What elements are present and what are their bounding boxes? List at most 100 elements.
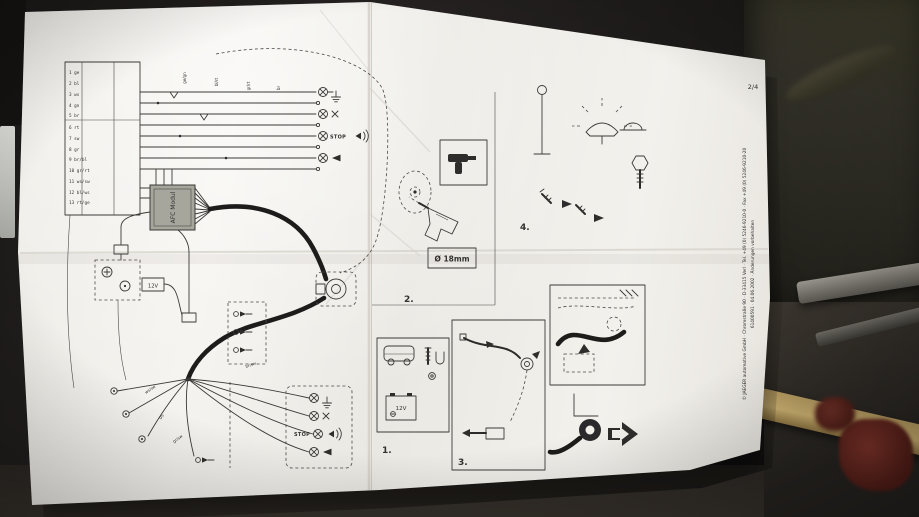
wire-label: gr/sw xyxy=(172,433,184,444)
stop-label-top: STOP xyxy=(330,135,346,141)
nut-icon xyxy=(428,372,436,380)
fuse-icon xyxy=(181,312,197,323)
fold-creases xyxy=(18,2,770,505)
step-2-label: 2. xyxy=(404,295,414,305)
screws-and-arrows xyxy=(539,188,604,222)
horn-icon xyxy=(355,129,369,143)
underbody-panel xyxy=(549,284,646,386)
wire-label: gr/rt xyxy=(246,81,251,90)
rear-wire-fanout xyxy=(67,214,314,464)
afc-module-label: AFC Modul xyxy=(170,191,177,223)
connector-box-icon xyxy=(485,427,505,440)
dashed-outline xyxy=(215,48,389,469)
table-row: 9 br/bl xyxy=(69,157,88,163)
car-rear-icon xyxy=(383,345,415,366)
table-row: 6 rt xyxy=(69,125,80,131)
wiring-instruction-svg: 1 ge 2 bl 3 ws 4 gn 5 br 6 rt 7 sw 8 gr … xyxy=(18,2,770,505)
grommet-icon xyxy=(520,357,534,371)
horn-icon xyxy=(328,427,342,441)
step-4-label: 4. xyxy=(520,223,530,233)
table-row: 5 br xyxy=(69,113,80,119)
table-row: 3 ws xyxy=(69,92,80,98)
lamp-cluster-bottom: STOP xyxy=(294,393,342,457)
lamp-icon xyxy=(318,131,328,141)
table-row: 10 gr/rt xyxy=(69,168,90,174)
battery-group: 12V xyxy=(94,211,197,381)
instruction-sheet: 1 ge 2 bl 3 ws 4 gn 5 br 6 rt 7 sw 8 gr … xyxy=(18,2,770,505)
screwdriver-icon xyxy=(448,154,476,174)
table-row: 1 ge xyxy=(69,70,80,76)
table-row: 4 gn xyxy=(69,103,80,109)
battery-voltage-box xyxy=(141,277,165,292)
wire-label: gn xyxy=(158,413,165,420)
ring-terminal-icon xyxy=(110,387,118,395)
screw-icon xyxy=(424,347,432,365)
wire-label: br/sw xyxy=(245,360,258,369)
footer-imprint-line2: 61400591 · 04.06.2002 · Änderungen vorbe… xyxy=(749,220,756,329)
ground-icon xyxy=(331,90,341,103)
ring-terminal-icon xyxy=(122,410,130,418)
main-harness-cable xyxy=(185,204,329,382)
red-object xyxy=(839,419,913,491)
wire-label: bl/rt xyxy=(214,77,219,86)
arrow-left-icon xyxy=(332,154,341,162)
wire-label: br xyxy=(276,86,281,91)
page-number: 2/4 xyxy=(748,83,758,91)
x-mark-icon xyxy=(331,110,339,118)
socket-assembly xyxy=(547,393,638,455)
red-object-2 xyxy=(815,397,855,431)
drill-diameter-label: Ø 18mm xyxy=(434,255,469,264)
trailer-socket xyxy=(315,271,357,307)
step-3-label: 3. xyxy=(458,458,468,468)
ground-icon xyxy=(322,396,332,409)
drill-diameter-box xyxy=(427,247,477,269)
wiring-diagram: 1 ge 2 bl 3 ws 4 gn 5 br 6 rt 7 sw 8 gr … xyxy=(64,48,389,469)
lamp-icon xyxy=(313,429,323,439)
lamp-icon xyxy=(318,109,328,119)
table-row: 7 sw xyxy=(69,136,80,142)
wire-label: ws/sw xyxy=(144,383,157,394)
lamp-cluster-top: STOP xyxy=(318,87,369,163)
ring-terminal-icon xyxy=(138,435,146,443)
wire-colour-labels: ge/gn bl/rt gr/rt br ws/sw gn gr/sw br/s… xyxy=(144,72,281,444)
wire-label: ge/gn xyxy=(182,72,187,84)
pin-icon xyxy=(533,85,551,155)
step-1-panel: 12V 1. xyxy=(376,337,450,456)
lamp-icon xyxy=(318,87,328,97)
bullet-connector-icon xyxy=(195,456,215,464)
dark-corner xyxy=(0,0,26,125)
battery-icon-label: 12V xyxy=(396,406,407,412)
x-mark-icon xyxy=(322,412,330,420)
step-1-label: 1. xyxy=(382,446,392,456)
battery-icon: 12V xyxy=(385,393,417,421)
bullet-connector-icon xyxy=(233,310,253,318)
stop-label-bottom: STOP xyxy=(294,432,310,438)
clip-icon xyxy=(435,351,445,365)
step-2-panel: 2. xyxy=(398,139,488,305)
table-row: 12 bl/ws xyxy=(69,190,90,196)
white-object-left xyxy=(0,126,15,238)
footer-imprint-line1: © JAEGER automotive GmbH · Chromstraße 9… xyxy=(741,147,748,400)
afc-module: AFC Modul xyxy=(149,184,211,231)
lamp-icon xyxy=(309,447,319,457)
installation-steps: 2. xyxy=(372,85,649,471)
step-4-panel: 4. xyxy=(520,85,649,233)
drill-icon xyxy=(408,196,459,242)
lamp-icon xyxy=(318,153,328,163)
table-row: 13 rt/ge xyxy=(69,200,90,206)
lamp-icon xyxy=(309,411,319,421)
table-row: 2 bl xyxy=(69,81,80,87)
lamp-icon xyxy=(309,393,319,403)
connector-pin-table: 1 ge 2 bl 3 ws 4 gn 5 br 6 rt 7 sw 8 gr … xyxy=(64,61,141,216)
wire-bundle xyxy=(139,91,321,199)
cover-cap-icon xyxy=(619,122,647,131)
bumper-cutout-dashed xyxy=(398,170,432,214)
arrow-left-icon xyxy=(323,448,332,456)
bullet-connector-group xyxy=(227,301,267,365)
spray-cap-icon xyxy=(572,98,632,145)
bullet-connector-icon xyxy=(233,346,253,354)
battery-voltage-label: 12V xyxy=(148,284,159,290)
step-3-panel: 3. xyxy=(451,319,546,471)
table-row: 11 ws/sw xyxy=(69,179,90,185)
